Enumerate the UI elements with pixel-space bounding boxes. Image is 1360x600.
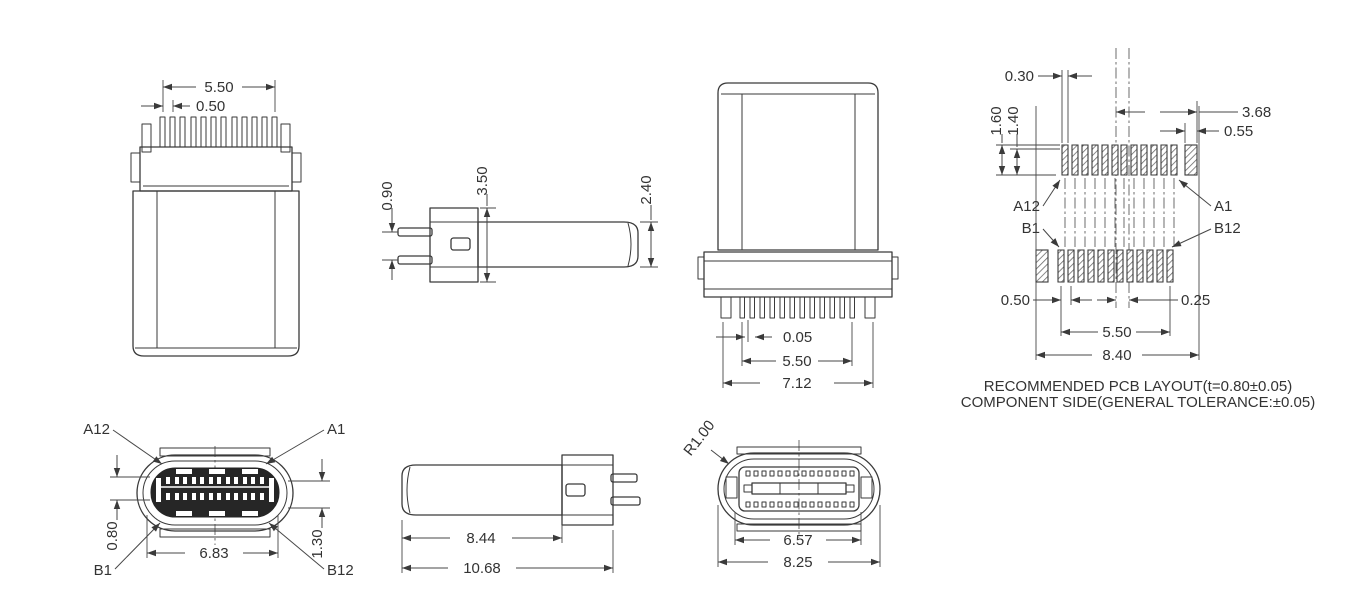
dim-pin-pitch: 0.50 xyxy=(196,98,225,115)
body-outline xyxy=(132,190,300,357)
bottom-tab xyxy=(159,528,271,538)
dim-barrel-length: 8.44 xyxy=(466,530,495,547)
dim-pin-offset: 0.05 xyxy=(783,329,812,346)
pin-label-a12: A12 xyxy=(83,421,110,438)
pad-label-a12: A12 xyxy=(1013,198,1040,215)
extension-lines xyxy=(722,322,874,388)
dim-corner-radius: R1.00 xyxy=(680,417,718,459)
bracket xyxy=(703,251,893,298)
bottom-prong xyxy=(397,255,433,265)
dim-overall-length: 10.68 xyxy=(463,560,501,577)
view-rear-top: 0.05 5.50 7.12 xyxy=(697,82,899,392)
dim-overall-width: 7.12 xyxy=(782,375,811,392)
inner-shell xyxy=(723,458,875,520)
extension-lines xyxy=(480,207,496,283)
end-details xyxy=(725,476,873,499)
body-outline xyxy=(717,82,879,251)
dim-shell-height: 1.30 xyxy=(309,529,326,558)
dim-center-to-side-pad: 3.68 xyxy=(1242,104,1271,121)
view-rear-bottom: R1.00 6.57 8.25 xyxy=(680,417,881,571)
view-pcb-layout: 0.30 1.60 1.40 3.68 0.55 A12 A1 B1 B12 0… xyxy=(961,48,1315,411)
contact-row-b xyxy=(745,501,855,508)
dim-pad-length-outer: 1.60 xyxy=(988,106,1005,135)
contact-row-a xyxy=(745,470,855,477)
dim-row-offset: 0.25 xyxy=(1181,292,1210,309)
dim-pad-width: 0.30 xyxy=(1005,68,1034,85)
body-lines xyxy=(721,93,875,250)
top-tab xyxy=(159,447,271,457)
pad-label-b12: B12 xyxy=(1214,220,1241,237)
dim-barrel-dia: 2.40 xyxy=(638,175,655,204)
top-prong xyxy=(397,227,433,237)
extension-lines xyxy=(640,221,658,268)
barrel xyxy=(401,464,563,516)
view-side-bottom: 8.44 10.68 xyxy=(401,454,641,577)
dim-inner-width: 6.57 xyxy=(783,532,812,549)
outer-shell xyxy=(717,452,881,526)
bottom-pads xyxy=(1057,249,1174,283)
top-prong xyxy=(610,473,638,483)
inner-shell xyxy=(142,460,288,526)
top-side-pad xyxy=(1184,144,1198,176)
pad-centerlines xyxy=(1064,178,1175,247)
cavity xyxy=(150,467,280,518)
bracket-lines xyxy=(430,221,478,268)
outer-shell xyxy=(136,454,294,532)
pin-label-b1: B1 xyxy=(94,562,112,579)
extension-lines xyxy=(996,70,1200,360)
dim-side-pad-width: 0.55 xyxy=(1224,123,1253,140)
extension-lines xyxy=(382,231,398,261)
slot xyxy=(450,237,471,251)
bracket xyxy=(561,454,614,526)
shroud xyxy=(139,146,293,192)
barrel-cap-line xyxy=(627,222,632,267)
dim-tongue-width: 6.83 xyxy=(199,545,228,562)
extension-lines xyxy=(717,505,881,567)
pins xyxy=(159,116,278,148)
dim-pin-span: 5.50 xyxy=(204,79,233,96)
extension-lines xyxy=(401,520,614,573)
pins xyxy=(739,296,855,319)
dim-pad-length-inner: 1.40 xyxy=(1005,106,1022,135)
top-tab xyxy=(736,446,862,455)
barrel xyxy=(477,221,639,268)
bottom-side-pad xyxy=(1035,249,1049,283)
pin-label-a1: A1 xyxy=(327,421,345,438)
extension-lines xyxy=(110,476,150,501)
bracket-lines xyxy=(562,464,613,516)
barrel-cap-line xyxy=(406,466,411,514)
slot xyxy=(565,483,586,497)
pcb-caption-line2: COMPONENT SIDE(GENERAL TOLERANCE:±0.05) xyxy=(961,394,1315,411)
bracket-lines xyxy=(704,260,892,290)
pad-label-a1: A1 xyxy=(1214,198,1232,215)
mounting-posts xyxy=(720,296,876,319)
extension-lines xyxy=(288,480,330,509)
dim-pad-span: 5.50 xyxy=(1102,324,1131,341)
view-front-top: 5.50 0.50 xyxy=(130,79,302,357)
view-side-top: 0.90 3.50 2.40 xyxy=(379,166,658,283)
view-front-bottom: A12 A1 B1 B12 0.80 1.30 6.83 xyxy=(83,421,353,579)
shroud-tabs xyxy=(130,152,302,183)
dim-leg-gap: 0.90 xyxy=(379,181,396,210)
insert-body xyxy=(738,466,860,512)
contact-row-a xyxy=(166,477,264,484)
pcb-caption-line1: RECOMMENDED PCB LAYOUT(t=0.80±0.05) xyxy=(984,378,1292,395)
dim-pad-pitch: 0.50 xyxy=(1001,292,1030,309)
bracket-steps xyxy=(697,256,899,280)
dim-pin-span: 5.50 xyxy=(782,353,811,370)
dim-mount-height: 3.50 xyxy=(474,166,491,195)
center-bar-ticks xyxy=(743,483,855,494)
top-pads xyxy=(1061,144,1178,176)
bracket xyxy=(429,207,479,283)
side-posts xyxy=(141,123,291,153)
pad-label-b1: B1 xyxy=(1022,220,1040,237)
dim-overall-width: 8.40 xyxy=(1102,347,1131,364)
pin-label-b12: B12 xyxy=(327,562,354,579)
bottom-prong xyxy=(610,496,641,506)
contact-row-b xyxy=(166,493,264,500)
dim-overall-width: 8.25 xyxy=(783,554,812,571)
body-lines xyxy=(135,191,297,349)
dim-tongue-thickness: 0.80 xyxy=(104,521,121,550)
